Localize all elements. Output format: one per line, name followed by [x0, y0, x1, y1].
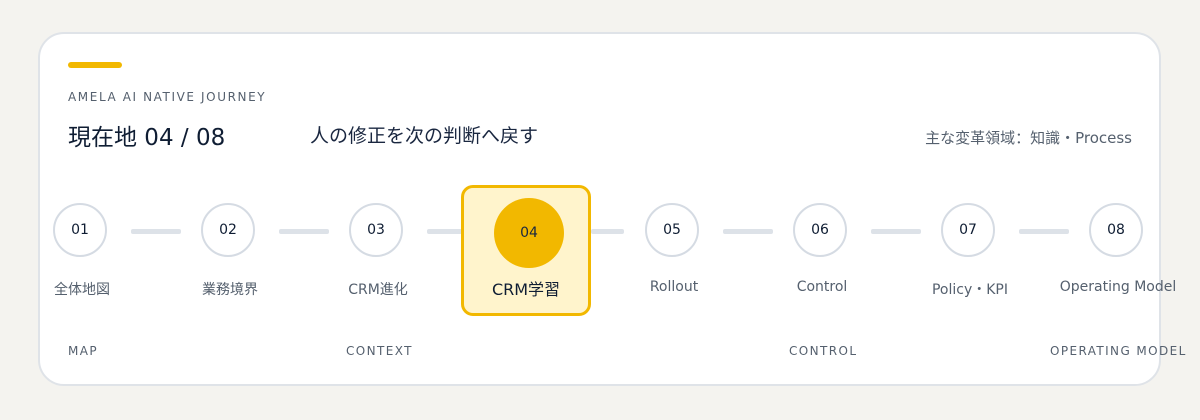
step-label: 業務境界 [202, 282, 258, 298]
current-location: 現在地 04 / 08 [68, 125, 226, 151]
step-number-badge: 06 [793, 203, 847, 257]
step-connector [427, 229, 463, 234]
phase-label-operating-model: OPERATING MODEL [1050, 344, 1187, 358]
step-number-badge: 03 [349, 203, 403, 257]
step-connector [1019, 229, 1069, 234]
step-connector [871, 229, 921, 234]
step-connector [591, 229, 624, 234]
step-number-badge: 02 [201, 203, 255, 257]
step-label: Control [796, 279, 848, 295]
journey-eyebrow: AMELA AI NATIVE JOURNEY [68, 90, 267, 104]
phase-label-map: MAP [68, 344, 98, 358]
step-number-badge: 01 [53, 203, 107, 257]
step-label: Rollout [649, 279, 699, 295]
step-number-badge: 05 [645, 203, 699, 257]
phase-label-context: CONTEXT [346, 344, 413, 358]
step-connector [723, 229, 773, 234]
step-label: 全体地図 [54, 282, 110, 298]
step-connector [131, 229, 181, 234]
step-label: CRM進化 [348, 282, 408, 298]
step-number-badge: 07 [941, 203, 995, 257]
step-headline: 人の修正を次の判断へ戻す [310, 125, 539, 147]
step-connector [279, 229, 329, 234]
step-label: Policy・KPI [931, 282, 1009, 298]
journey-card [38, 32, 1161, 386]
step-number-badge: 08 [1089, 203, 1143, 257]
transformation-area: 主な変革領域：知識・Process [925, 129, 1132, 147]
step-label: Operating Model [1059, 279, 1177, 295]
step-number-badge: 04 [494, 198, 564, 268]
accent-bar [68, 62, 122, 68]
step-label: CRM学習 [491, 280, 561, 299]
phase-label-control: CONTROL [789, 344, 858, 358]
